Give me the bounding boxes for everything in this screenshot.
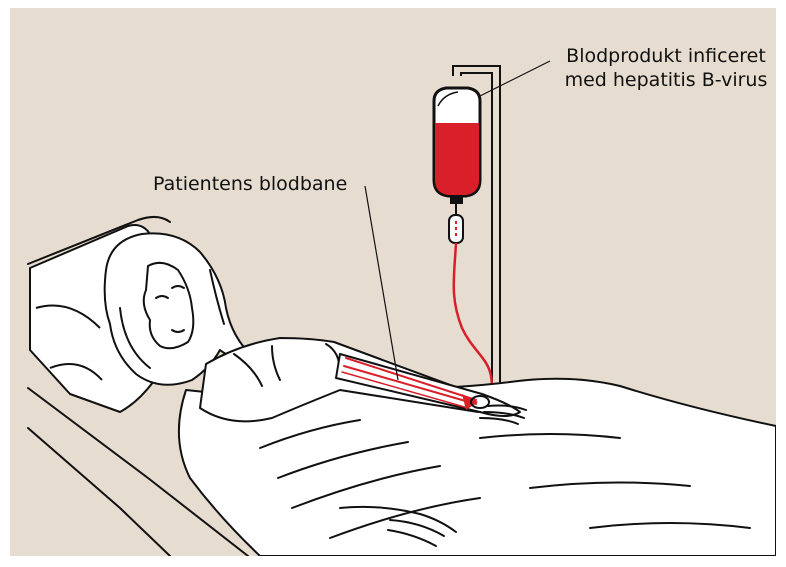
blood-product-label-line1: Blodprodukt inficeret	[550, 44, 776, 68]
bloodstream-leader	[365, 186, 398, 380]
illustration-frame: Blodprodukt inficeret med hepatitis B-vi…	[10, 8, 776, 556]
blood-product-label: Blodprodukt inficeret med hepatitis B-vi…	[550, 44, 776, 92]
blood-bag	[434, 88, 480, 204]
blood-product-label-line2: med hepatitis B-virus	[550, 68, 776, 92]
patient-bloodstream-label: Patientens blodbane	[153, 172, 347, 196]
drip-chamber	[449, 204, 463, 243]
